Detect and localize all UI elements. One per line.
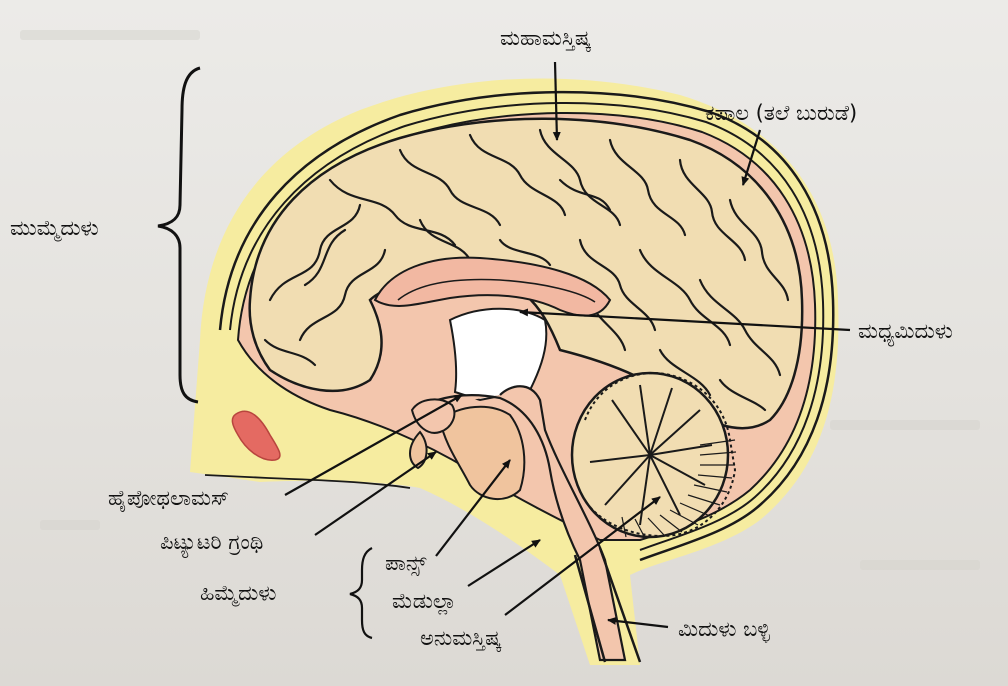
label-cerebrum: ಮಹಾಮಸ್ತಿಷ್ಕ (500, 26, 591, 51)
label-pons: ಪಾನ್ಸ್ (385, 551, 427, 576)
label-cerebellum: ಅನುಮಸ್ತಿಷ್ಕ (420, 626, 501, 651)
label-skull: ಕಪಾಲ (ತಲೆ ಬುರುಡೆ) (705, 101, 857, 125)
medulla-pointer (468, 540, 540, 586)
forebrain-brace (158, 68, 200, 402)
midbrain-cavity (450, 309, 546, 400)
label-hindbrain: ಹಿಮ್ಮೆದುಳು (200, 581, 276, 606)
label-midbrain: ಮಧ್ಯಮಿದುಳು (858, 319, 953, 346)
label-hypothalamus: ಹೈಪೋಥಲಾಮಸ್ (108, 486, 229, 512)
hindbrain-brace (350, 548, 372, 638)
label-medulla: ಮೆಡುಲ್ಲಾ (392, 589, 456, 615)
label-forebrain: ಮುಮ್ಮೆದುಳು (10, 216, 99, 241)
label-spinal-cord: ಮಿದುಳು ಬಳ್ಳಿ (678, 617, 771, 643)
label-pituitary: ಪಿಟ್ಯುಟರಿ ಗ್ರಂಥಿ (160, 530, 263, 558)
